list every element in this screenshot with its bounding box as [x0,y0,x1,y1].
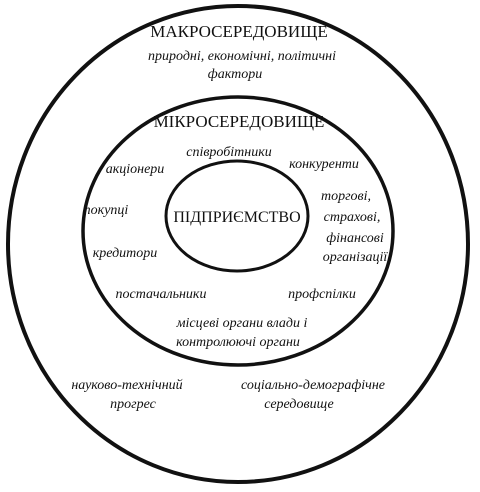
micro-organizations-line1: торгові, [321,189,371,204]
enterprise-ring [164,159,310,273]
micro-organizations-line2: страхові, [324,210,381,225]
micro-environment-ring [81,95,395,367]
social-demographic-line2: середовище [264,397,333,412]
micro-buyers: покупці [84,203,129,218]
micro-suppliers: постачальники [116,287,207,302]
social-demographic-line1: соціально-демографічне [241,378,385,393]
science-progress-line2: прогрес [110,397,156,412]
micro-unions: профспілки [288,287,356,302]
micro-employees: співробітники [186,145,272,160]
micro-organizations-line3: фінансові [326,231,384,246]
micro-authorities-line2: контролюючі органи [176,335,300,350]
macro-environment-ring [6,4,470,484]
macro-factors-line2: фактори [208,67,262,82]
micro-competitors: конкуренти [289,157,359,172]
micro-creditors: кредитори [93,246,158,261]
macro-title: МАКРОСЕРЕДОВИЩЕ [150,22,327,41]
enterprise-title: ПІДПРИЄМСТВО [173,209,300,226]
micro-shareholders: акціонери [106,162,165,177]
micro-title: МІКРОСЕРЕДОВИЩЕ [154,112,325,131]
micro-organizations-line4: організації [323,250,389,265]
science-progress-line1: науково-технічний [71,378,182,393]
micro-authorities-line1: місцеві органи влади і [176,316,308,331]
macro-factors-line1: природні, економічні, політичні [148,49,336,64]
